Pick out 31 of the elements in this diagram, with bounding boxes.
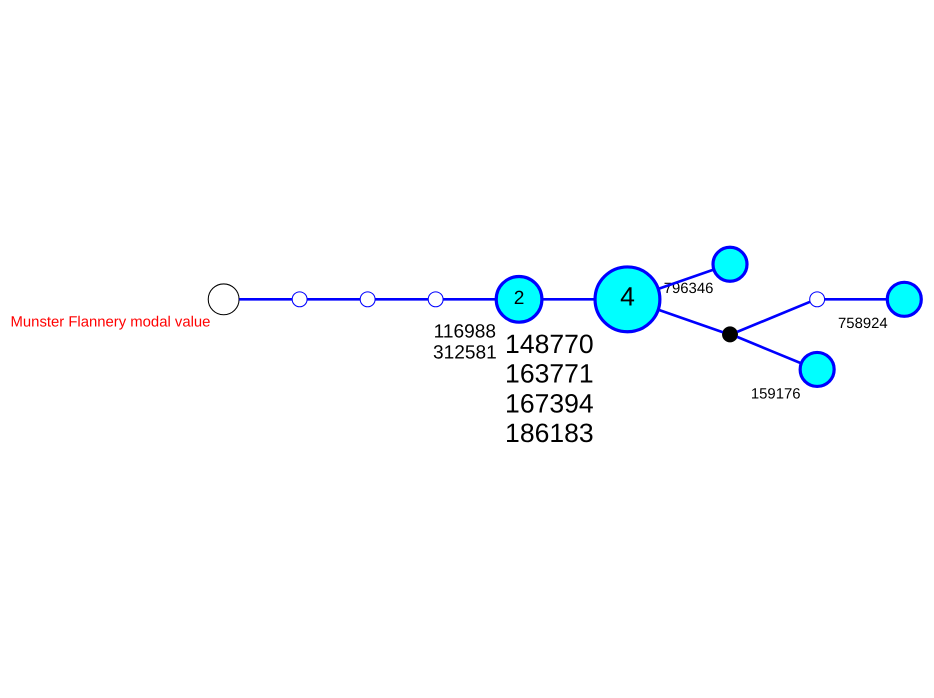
node-label: Munster Flannery modal value (10, 314, 210, 331)
node-label: 167394 (505, 388, 594, 418)
node-circle: 2 (494, 274, 544, 324)
node-circle (809, 291, 826, 308)
node-label: 312581 (432, 342, 497, 364)
node-circle (886, 280, 923, 318)
connector (307, 298, 360, 301)
node-circle (722, 326, 738, 342)
node-label: 148770 (505, 328, 594, 359)
node-label: 758924 (838, 316, 888, 332)
node-label: 116988 (434, 321, 496, 342)
connector (239, 298, 292, 301)
node-circle (711, 246, 749, 283)
connector (736, 300, 811, 334)
node-circle: 4 (593, 265, 662, 334)
connector (658, 268, 714, 290)
node-label: 796346 (664, 281, 714, 298)
connector (658, 308, 724, 334)
node-label: 186183 (505, 418, 594, 448)
node-label: 159176 (750, 386, 800, 402)
connector (824, 298, 887, 301)
connector (443, 298, 496, 301)
node-circle (360, 291, 376, 308)
node-circle (798, 350, 836, 388)
connector (542, 298, 595, 301)
connector (736, 336, 802, 364)
connector (375, 298, 428, 301)
node-circle (292, 291, 308, 308)
node-circle (428, 291, 444, 308)
node-label: 163771 (505, 358, 594, 389)
node-circle (208, 283, 240, 316)
